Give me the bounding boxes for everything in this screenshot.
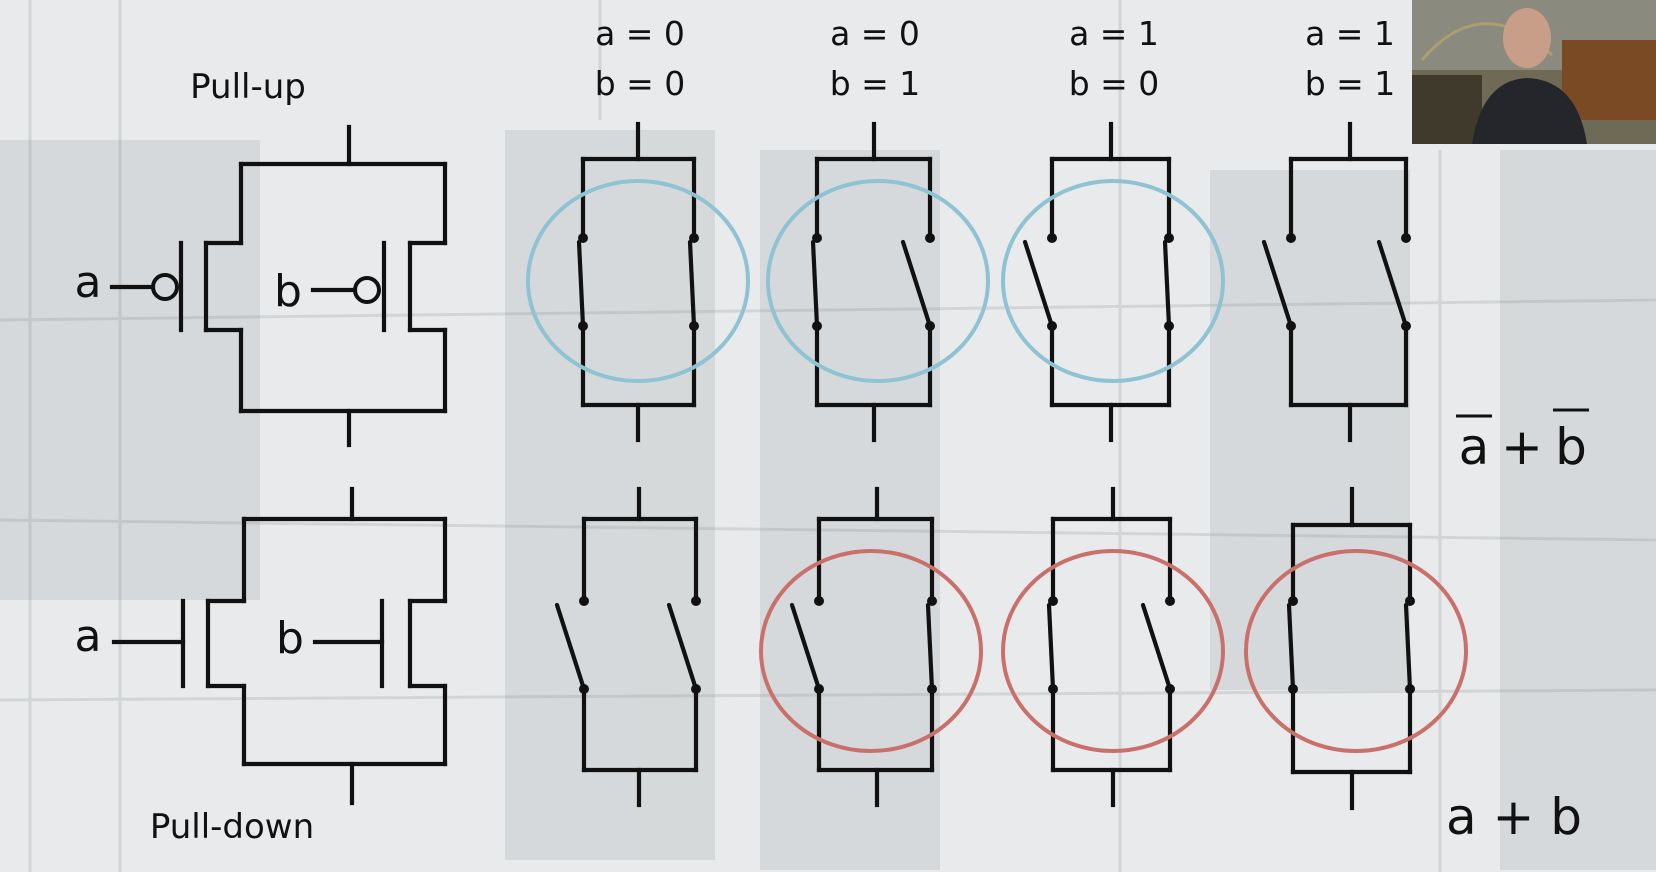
pullup-switch-a-case-2-bottom-contact — [812, 321, 822, 331]
pullup-switch-a-case-1 — [576, 239, 586, 329]
pulldown-switch-a-case-4-bottom-contact — [1288, 684, 1298, 694]
pulldown-switch-b-case-1-bottom-contact — [691, 684, 701, 694]
pulldown-switch-a-case-2-top-contact — [814, 596, 824, 606]
pulldown-switch-b-case-4 — [1403, 602, 1413, 692]
pulldown-switch-a-case-2-bottom-contact — [814, 684, 824, 694]
switch-layer — [554, 233, 1415, 694]
pullup-case-4 — [1288, 121, 1409, 443]
pulldown-input-b: b — [276, 613, 304, 664]
pulldown-switch-a-case-4-top-contact — [1288, 596, 1298, 606]
pulldown-switch-a-case-3-top-contact — [1048, 596, 1058, 606]
pulldown-highlight-3 — [1001, 549, 1225, 753]
pmos-gate-a — [109, 240, 184, 333]
pullup-switch-a-case-2-top-contact — [812, 233, 822, 243]
case-4-a-label: a = 1 — [1305, 14, 1395, 53]
case-1-b-label: b = 0 — [595, 64, 686, 103]
pulldown-switch-b-case-2-top-contact — [927, 596, 937, 606]
pullup-switch-a-case-4-bottom-contact — [1286, 321, 1296, 331]
pulldown-switch-b-case-4-bottom-contact — [1405, 684, 1415, 694]
pulldown-switch-b-case-4-top-contact — [1405, 596, 1415, 606]
pulldown-switch-a-case-4 — [1286, 602, 1296, 692]
pullup-switch-a-case-4-top-contact — [1286, 233, 1296, 243]
case-3-b-label: b = 0 — [1069, 64, 1160, 103]
pulldown-switch-b-case-2-bottom-contact — [927, 684, 937, 694]
pulldown-input-a: a — [75, 611, 102, 662]
case-3-a-label: a = 1 — [1069, 14, 1159, 53]
pullup-network: Pull-up a b — [75, 67, 448, 448]
pulldown-case-4 — [1290, 486, 1413, 811]
pullup-highlight-2 — [766, 179, 990, 383]
pulldown-switch-a-case-3 — [1046, 602, 1056, 692]
pulldown-switch-a-case-1-bottom-contact — [579, 684, 589, 694]
pull-up-label: Pull-up — [190, 67, 306, 107]
pulldown-switch-a-case-3-bottom-contact — [1048, 684, 1058, 694]
pullup-switch-b-case-2-top-contact — [925, 233, 935, 243]
case-2-b-label: b = 1 — [830, 64, 921, 103]
case-2-a-label: a = 0 — [830, 14, 920, 53]
pullup-expression-plus: + — [1501, 418, 1543, 476]
pullup-switch-b-case-1-top-contact — [689, 233, 699, 243]
pmos-gate-b — [310, 240, 387, 333]
pullup-case-3 — [1049, 121, 1172, 443]
pulldown-switch-a-case-1 — [554, 602, 587, 692]
case-1-a-label: a = 0 — [595, 14, 685, 53]
pulldown-expression: a + b — [1446, 788, 1582, 846]
pullup-switch-a-case-2 — [810, 239, 820, 329]
pullup-expression: a + b — [1456, 408, 1589, 476]
pulldown-highlight-2 — [759, 549, 983, 753]
pulldown-highlight-4 — [1244, 549, 1468, 753]
nmos-gate-b — [312, 598, 385, 689]
pulldown-switch-b-case-3-bottom-contact — [1165, 684, 1175, 694]
pullup-switch-b-case-3-bottom-contact — [1164, 321, 1174, 331]
pullup-wires — [203, 124, 448, 448]
webcam-thumbnail — [1412, 0, 1656, 144]
pulldown-case-3 — [1050, 486, 1173, 808]
pullup-switch-a-case-1-bottom-contact — [578, 321, 588, 331]
pulldown-case-2 — [816, 486, 935, 808]
pull-down-label: Pull-down — [150, 807, 314, 847]
pullup-switch-a-case-3 — [1022, 239, 1055, 329]
pullup-input-b: b — [274, 266, 302, 317]
pullup-highlight-1 — [526, 179, 750, 383]
pulldown-switch-b-case-1-top-contact — [691, 596, 701, 606]
pullup-switch-b-case-3 — [1162, 239, 1172, 329]
pullup-switch-b-case-4-top-contact — [1401, 233, 1411, 243]
pulldown-switch-a-case-1-top-contact — [579, 596, 589, 606]
pullup-switch-b-case-4 — [1376, 239, 1409, 329]
pullup-switch-b-case-1-bottom-contact — [689, 321, 699, 331]
pulldown-switch-a-case-2 — [789, 602, 822, 692]
pullup-switch-b-case-3-top-contact — [1164, 233, 1174, 243]
pullup-highlights — [526, 179, 1225, 383]
pullup-case-2 — [814, 121, 933, 443]
case-4-b-label: b = 1 — [1305, 64, 1396, 103]
pulldown-wires — [205, 486, 448, 806]
pullup-case-1 — [580, 121, 697, 443]
pulldown-case-1 — [581, 486, 699, 808]
pulldown-switch-b-case-3-top-contact — [1165, 596, 1175, 606]
pullup-switch-cases — [580, 121, 1409, 443]
pullup-switch-b-case-2 — [900, 239, 933, 329]
pulldown-switch-b-case-1 — [666, 602, 699, 692]
pulldown-highlights — [759, 549, 1468, 753]
pullup-switch-a-case-1-top-contact — [578, 233, 588, 243]
pulldown-switch-cases — [581, 486, 1413, 811]
pullup-input-a: a — [75, 257, 102, 308]
pullup-switch-b-case-1 — [687, 239, 697, 329]
pullup-expression-b: b — [1555, 418, 1587, 476]
pullup-switch-b-case-4-bottom-contact — [1401, 321, 1411, 331]
pullup-switch-b-case-2-bottom-contact — [925, 321, 935, 331]
pullup-expression-a: a — [1459, 418, 1490, 476]
pullup-switch-a-case-3-bottom-contact — [1047, 321, 1057, 331]
case-headers: a = 0 b = 0 a = 0 b = 1 a = 1 b = 0 a = … — [595, 14, 1396, 103]
pullup-switch-a-case-3-top-contact — [1047, 233, 1057, 243]
pulldown-switch-b-case-2 — [925, 602, 935, 692]
pulldown-network: a b Pull-down — [75, 486, 448, 847]
pullup-highlight-3 — [1001, 179, 1225, 383]
pulldown-switch-b-case-3 — [1140, 602, 1173, 692]
nmos-gate-a — [111, 598, 186, 689]
pullup-switch-a-case-4 — [1261, 239, 1294, 329]
